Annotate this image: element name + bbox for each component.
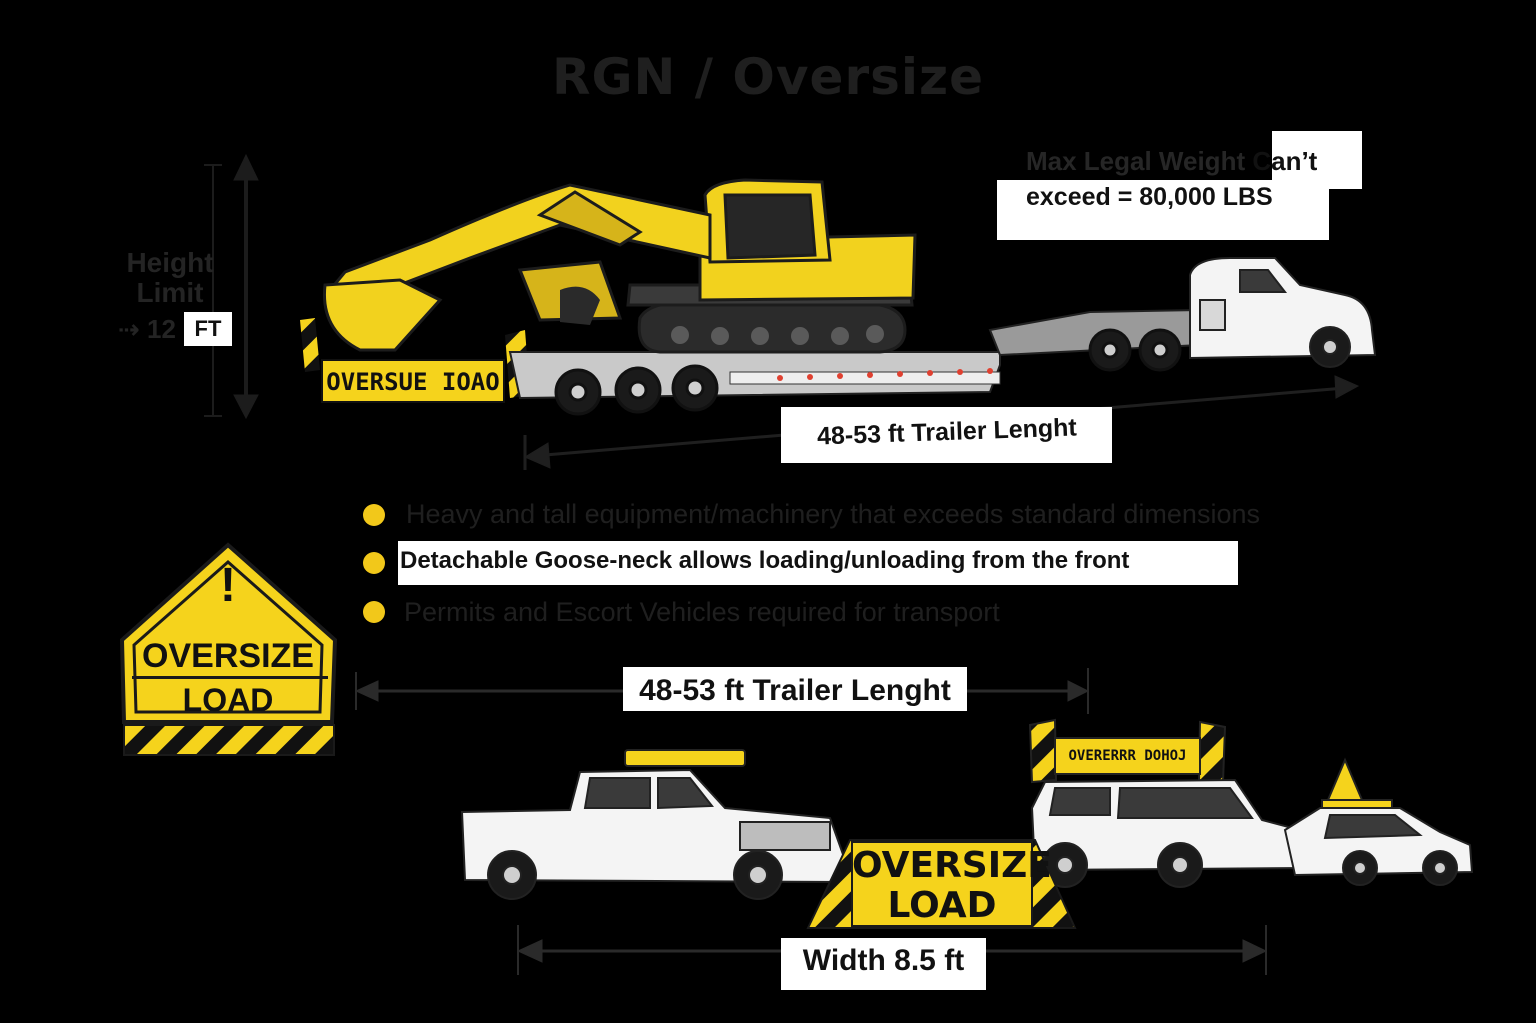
height-unit: FT <box>184 312 232 346</box>
lowboy-trailer-icon <box>300 308 1201 416</box>
excavator-icon <box>322 178 917 354</box>
trailer-length-text-top: 48-53 ft Trailer Lenght <box>816 413 1077 451</box>
weight-label-dim: Max Legal Weight <box>1026 146 1246 176</box>
height-arrow <box>204 153 259 420</box>
bullet-2 <box>363 552 385 574</box>
warning-sign-icon <box>119 542 338 756</box>
bullet-text-2: Detachable Goose-neck allows loading/unl… <box>398 541 1238 585</box>
bullet-1 <box>363 504 385 526</box>
truck-sign-text: OVERSUE IOAO <box>326 368 500 396</box>
page-title: RGN / Oversize <box>551 48 985 106</box>
width-label: Width 8.5 ft <box>781 938 986 990</box>
width-arrow <box>516 925 1268 975</box>
center-sign-line2: LOAD <box>887 885 997 926</box>
bullet-text-1: Heavy and tall equipment/machinery that … <box>406 499 1260 529</box>
height-label-line1: Height <box>126 247 214 278</box>
bullet-text-3: Permits and Escort Vehicles required for… <box>404 597 1000 627</box>
height-label: Height Limit <box>110 248 230 308</box>
warning-sign-line1: OVERSIZE <box>142 637 314 675</box>
trailer-length-label-bottom: 48-53 ft Trailer Lenght <box>623 667 967 711</box>
weight-box-bottom <box>997 180 1329 240</box>
semi-truck-icon <box>1189 257 1377 368</box>
center-sign-line1: OVERSIZE <box>852 845 1052 886</box>
trailer-length-arrow-bottom <box>354 668 1090 714</box>
warning-sign-symbol: ! <box>220 559 236 612</box>
escort-banner-text: OVERERRR DOHOJ <box>1068 748 1187 764</box>
height-label-line2: Limit <box>136 277 204 308</box>
sedan-icon <box>1283 757 1474 886</box>
trailer-length-label-top: 48-53 ft Trailer Lenght <box>781 407 1112 463</box>
height-value: ⇢ 12 <box>118 314 176 344</box>
warning-sign-line2: LOAD <box>182 682 274 718</box>
bullet-3 <box>363 601 385 623</box>
weight-label-line2: exceed = 80,000 LBS <box>1026 183 1273 211</box>
pickup-truck-icon <box>460 749 847 900</box>
weight-box-top <box>1272 131 1362 189</box>
center-oversize-sign <box>806 839 1077 929</box>
truck-oversize-sign <box>321 359 505 403</box>
weight-label-line1: Max Legal Weight Can’t <box>1026 146 1317 177</box>
weight-label-white: Can’t <box>1252 146 1318 176</box>
suv-icon <box>1028 718 1310 888</box>
